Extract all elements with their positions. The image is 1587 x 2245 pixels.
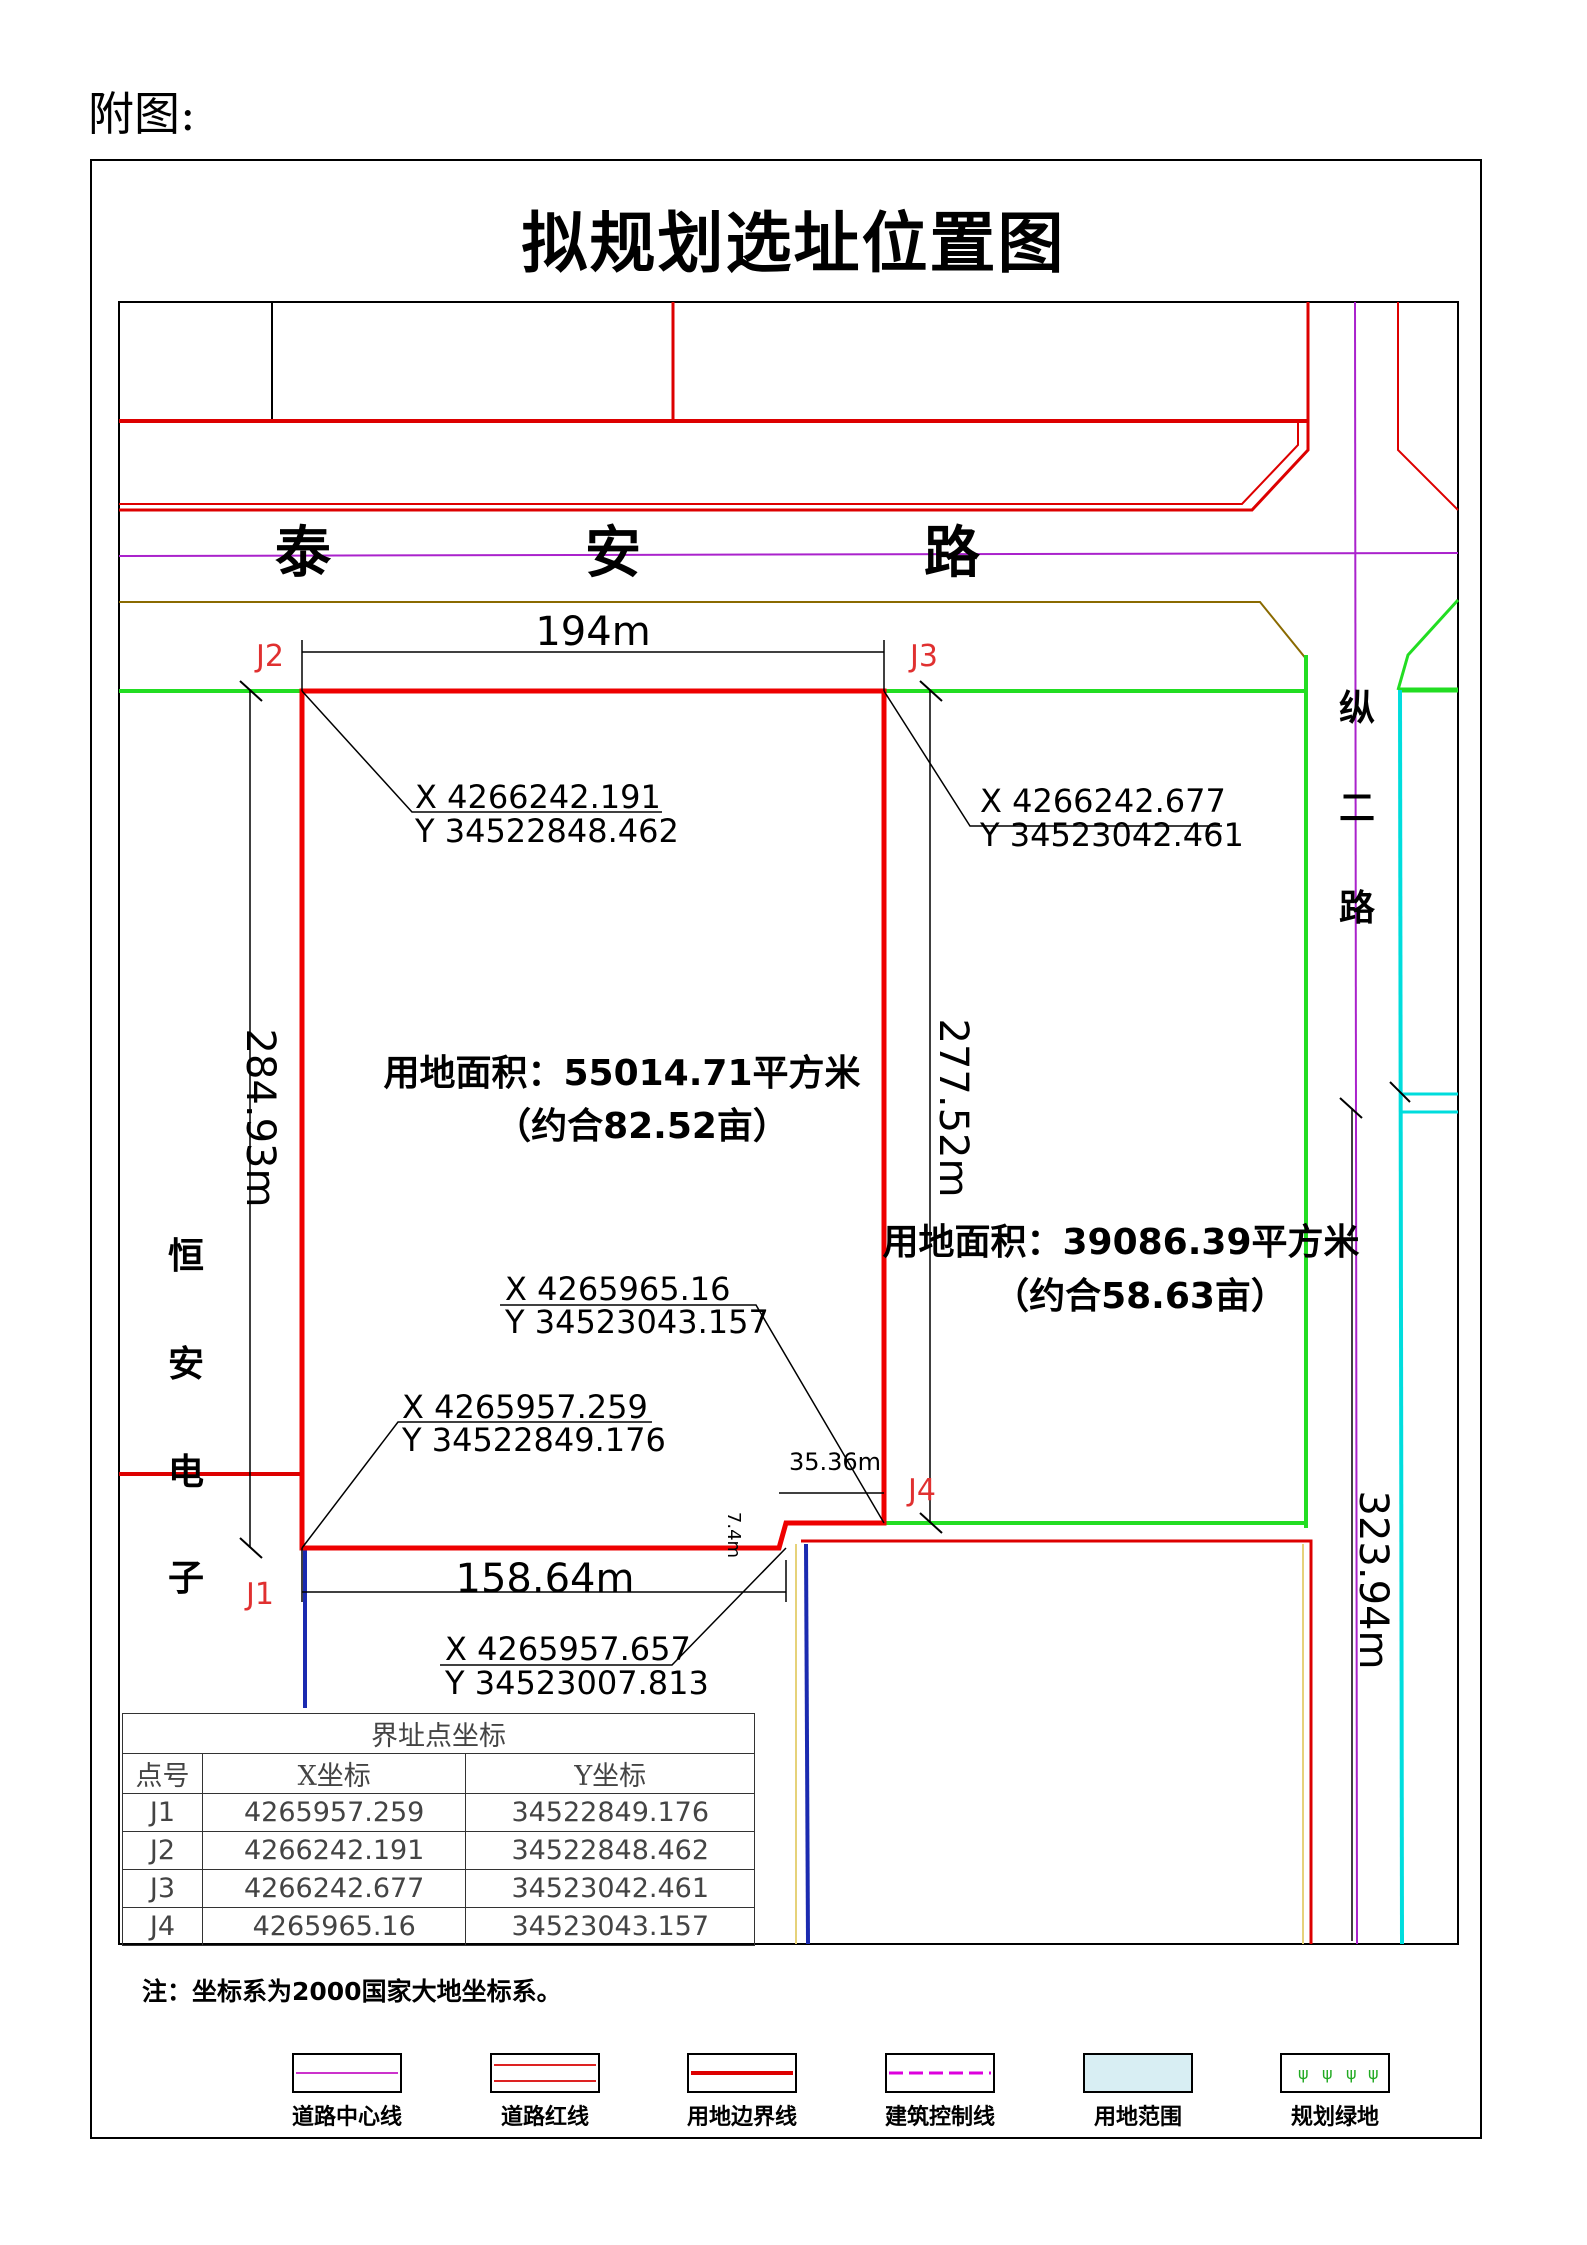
svg-text:ψ: ψ [1346, 2064, 1357, 2083]
table-cell: 34523042.461 [465, 1869, 755, 1908]
main-area-mu: （约合82.52亩） [495, 1106, 789, 1147]
callout-J4-x: X 4265965.16 [505, 1270, 731, 1308]
leader-J1 [301, 1421, 652, 1549]
table-header-point: 点号 [122, 1753, 203, 1794]
table-caption: 界址点坐标 [122, 1713, 755, 1754]
callout-J2-x: X 4266242.191 [415, 778, 661, 816]
table-cell: 4265965.16 [201, 1907, 467, 1946]
legend-label: 规划绿地 [1290, 2105, 1379, 2130]
legend-label: 道路红线 [500, 2105, 589, 2130]
point-J2: J2 [254, 639, 284, 674]
table-row: J3 4266242.677 34523042.461 [122, 1869, 755, 1908]
callout-J1-x: X 4265957.259 [402, 1388, 648, 1426]
taian-road-centerline [118, 552, 1459, 557]
road-hengan-char-3: 电 [168, 1452, 204, 1493]
point-J4: J4 [906, 1473, 936, 1508]
road-zonger-char-1: 纵 [1339, 688, 1375, 729]
table-cell: J1 [122, 1793, 203, 1832]
dim-left-label: 284.93m [237, 1029, 283, 1208]
road-hengan-char-2: 安 [168, 1344, 204, 1385]
coordinate-system-note: 注：坐标系为2000国家大地坐标系。 [142, 1977, 562, 2006]
road-hengan-char-1: 恒 [168, 1236, 204, 1277]
road-zonger-char-2: 二 [1339, 788, 1375, 829]
east-area-mu: （约合58.63亩） [993, 1276, 1287, 1317]
point-J3: J3 [908, 639, 938, 674]
map-inner-border [118, 301, 1459, 1945]
road-hengan-char-4: 子 [168, 1558, 204, 1599]
road-zonger-char-3: 路 [1339, 888, 1376, 929]
taian-road-north-redline-2 [119, 302, 1310, 512]
dim-top-label: 194m [535, 609, 650, 655]
table-header-x: X坐标 [201, 1753, 467, 1794]
building-control-line-icon [885, 2053, 995, 2093]
boundary-coordinates-table: 界址点坐标 点号 X坐标 Y坐标 J1 4265957.259 34522849… [122, 1713, 755, 1946]
table-cell: 34522849.176 [465, 1793, 755, 1832]
road-taian-char-3: 路 [924, 521, 981, 586]
south-lot-blue-line [804, 1543, 810, 1945]
callout-step-x: X 4265957.657 [445, 1630, 691, 1668]
table-header-y: Y坐标 [465, 1753, 755, 1794]
table-cell: J4 [122, 1907, 203, 1946]
taian-road-south-edge [119, 601, 1308, 690]
dim-east-road-label: 323.94m [1350, 1491, 1396, 1670]
table-row: J2 4266242.191 34522848.462 [122, 1831, 755, 1870]
callout-J1-y: Y 34522849.176 [401, 1421, 666, 1459]
legend-site-extent: 用地范围 [1080, 2053, 1196, 2131]
main-area-label: 用地面积：55014.71平方米 [383, 1053, 860, 1094]
zonger-road-centerline [1354, 301, 1358, 1945]
leader-J3 [883, 690, 1222, 827]
table-row: J1 4265957.259 34522849.176 [122, 1793, 755, 1832]
site-extent-icon [1083, 2053, 1193, 2093]
green-space-icon: ψ ψ ψ ψ [1280, 2053, 1390, 2093]
dim-step-v-label: 7.4m [723, 1512, 744, 1558]
page-heading: 附图: [88, 87, 196, 141]
svg-text:ψ: ψ [1298, 2064, 1309, 2083]
leader-J4 [500, 1304, 885, 1524]
map-frame [90, 159, 1482, 2139]
road-taian-char-2: 安 [585, 521, 641, 586]
zonger-road-cyan-edge [1398, 689, 1404, 1945]
zonger-road-green-curb [1396, 598, 1460, 691]
legend-green-space: ψ ψ ψ ψ 规划绿地 [1277, 2053, 1393, 2131]
legend-label: 用地范围 [1093, 2105, 1182, 2130]
map-title: 拟规划选址位置图 [521, 205, 1066, 282]
dim-right-label: 277.52m [930, 1019, 976, 1198]
road-taian-char-1: 泰 [275, 521, 332, 586]
table-cell: 34522848.462 [465, 1831, 755, 1870]
table-cell: 4266242.677 [201, 1869, 467, 1908]
legend-road-centerline: 道路中心线 [289, 2053, 405, 2131]
table-cell: 4266242.191 [201, 1831, 467, 1870]
taian-road-north-redline-3 [119, 420, 1299, 505]
svg-text:ψ: ψ [1322, 2064, 1333, 2083]
road-redline-icon [490, 2053, 600, 2093]
legend-label: 道路中心线 [291, 2105, 402, 2130]
callout-J3-y: Y 34523042.461 [979, 816, 1244, 854]
road-centerline-icon [292, 2053, 402, 2093]
leader-step [440, 1547, 787, 1666]
legend-road-redline: 道路红线 [487, 2053, 603, 2131]
dim-step-h-label: 35.36m [789, 1448, 881, 1476]
dim-bottom-label: 158.64m [456, 1556, 635, 1602]
legend-site-boundary: 用地边界线 [684, 2053, 800, 2131]
table-cell: 4265957.259 [201, 1793, 467, 1832]
legend-label: 用地边界线 [686, 2105, 797, 2130]
south-lot-redline [801, 1539, 1313, 1944]
zonger-road-redline-east [1397, 302, 1459, 511]
callout-J4-y: Y 34523043.157 [504, 1303, 769, 1341]
legend-building-control-line: 建筑控制线 [882, 2053, 998, 2131]
site-boundary-icon [687, 2053, 797, 2093]
point-J1: J1 [244, 1577, 274, 1612]
table-cell: J2 [122, 1831, 203, 1870]
legend-label: 建筑控制线 [884, 2105, 995, 2130]
svg-text:ψ: ψ [1368, 2064, 1379, 2083]
callout-step-y: Y 34523007.813 [444, 1664, 709, 1702]
east-area-label: 用地面积：39086.39平方米 [882, 1222, 1359, 1263]
leader-J2 [301, 690, 662, 813]
table-cell: 34523043.157 [465, 1907, 755, 1946]
callout-J3-x: X 4266242.677 [980, 782, 1226, 820]
callout-J2-y: Y 34522848.462 [414, 812, 679, 850]
table-cell: J3 [122, 1869, 203, 1908]
table-row: J4 4265965.16 34523043.157 [122, 1907, 755, 1946]
